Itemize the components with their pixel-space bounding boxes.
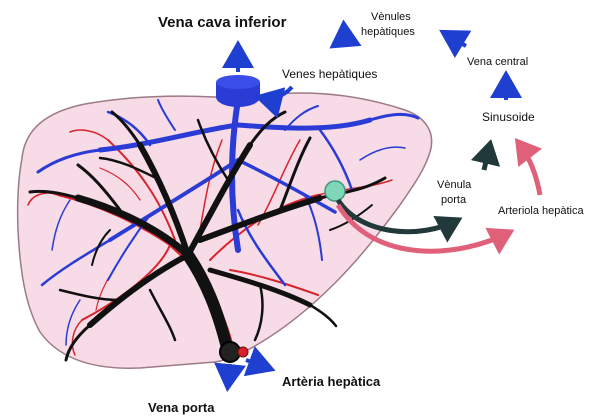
label-arteriola-hepatica: Arteriola hepàtica — [498, 205, 584, 217]
label-vena-porta: Vena porta — [148, 400, 215, 415]
label-vena-central: Vena central — [467, 56, 528, 68]
arrow-arteriola-to-sinusoide — [518, 142, 540, 195]
vena-cava-top — [216, 75, 260, 89]
portal-vein-opening — [220, 342, 240, 362]
label-venes-hepatiques: Venes hepàtiques — [282, 67, 377, 81]
label-vena-cava-inferior: Vena cava inferior — [158, 14, 287, 31]
label-venules-hepatiques-2: hepàtiques — [361, 26, 415, 38]
arrow-arteria-hepatica — [246, 360, 268, 368]
arrow-vena-porta — [228, 364, 230, 384]
hepatic-artery-opening — [238, 347, 248, 357]
arrow-central-to-venules — [446, 34, 466, 46]
lobule-marker — [325, 181, 345, 201]
label-venula-porta-1: Vènula — [437, 179, 472, 191]
arrow-venula-to-sinusoide — [484, 144, 490, 170]
label-venules-hepatiques-1: Vènules — [371, 11, 411, 23]
arrow-venules-to-veins — [336, 33, 352, 44]
label-arteria-hepatica: Artèria hepàtica — [282, 374, 381, 389]
label-sinusoide: Sinusoide — [482, 110, 535, 124]
label-venula-porta-2: porta — [441, 194, 467, 206]
